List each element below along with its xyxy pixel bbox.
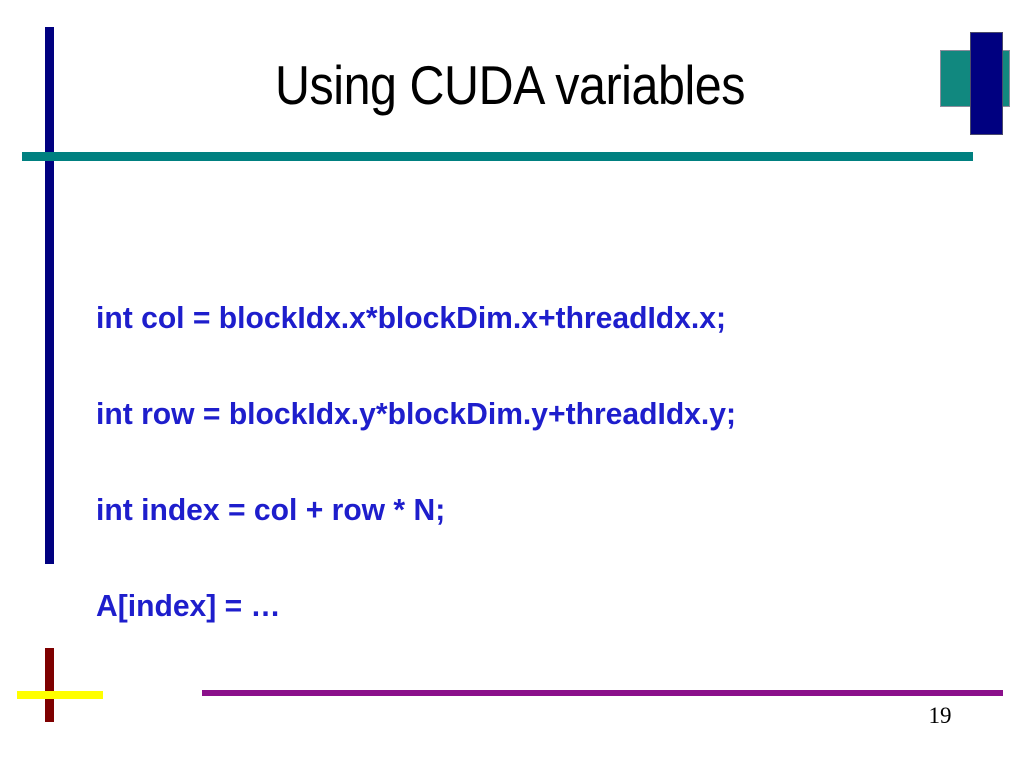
bottom-purple-rule — [202, 690, 1003, 696]
page-number: 19 — [928, 703, 952, 728]
bottom-dark-red-bar — [45, 648, 54, 722]
code-block: int col = blockIdx.x*blockDim.x+threadId… — [96, 270, 1006, 654]
corner-navy-bar — [970, 32, 1003, 135]
title-underline-teal-rule — [22, 152, 973, 161]
code-line-1: int col = blockIdx.x*blockDim.x+threadId… — [96, 300, 726, 335]
bottom-yellow-rule — [17, 691, 103, 699]
code-line-3: int index = col + row * N; — [96, 492, 446, 527]
left-vertical-navy-bar — [45, 27, 54, 564]
code-line-4: A[index] = … — [96, 588, 281, 623]
code-line-2: int row = blockIdx.y*blockDim.y+threadId… — [96, 396, 737, 431]
page-title: Using CUDA variables — [274, 54, 746, 116]
